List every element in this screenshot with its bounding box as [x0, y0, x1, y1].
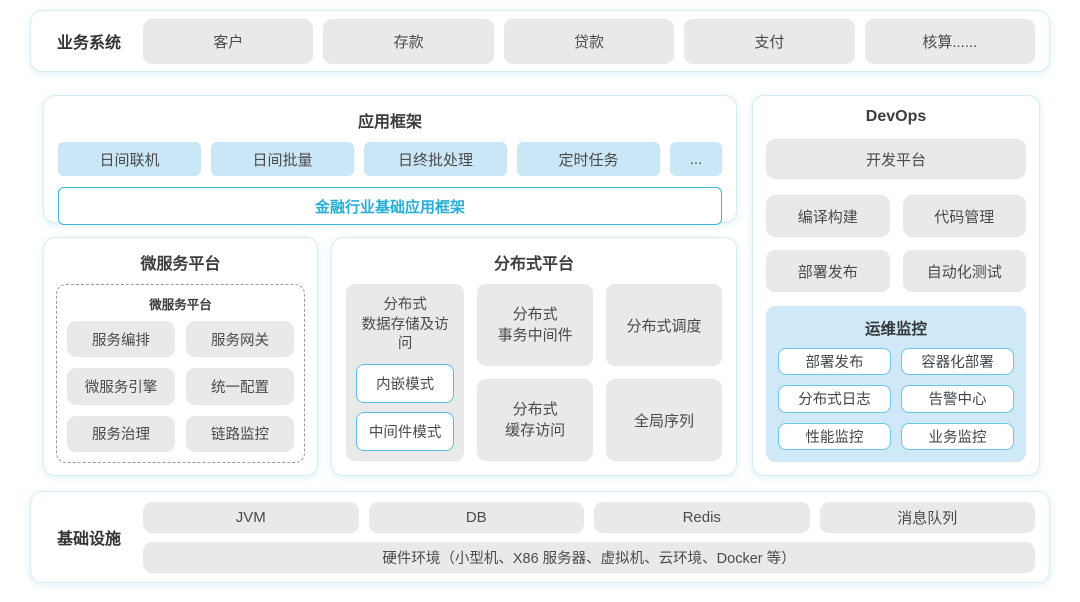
business-system-item: 客户 — [143, 18, 314, 64]
business-system-item: 核算...... — [864, 18, 1036, 64]
distributed-title: 分布式平台 — [493, 256, 574, 273]
distributed-storage-label: 分布式 数据存储及访问 — [361, 297, 449, 353]
microservice-item: 微服务引擎 — [67, 368, 175, 405]
app-framework-item: 日间联机 — [58, 142, 201, 176]
ops-monitor-item: 性能监控 — [778, 422, 891, 450]
devops-card: DevOps 开发平台 编译构建 代码管理 部署发布 自动化测试 运维监控 部署… — [752, 95, 1040, 476]
microservice-title: 微服务平台 — [140, 256, 221, 273]
microservice-item: 服务治理 — [67, 415, 175, 452]
ops-monitor-item: 容器化部署 — [901, 348, 1014, 376]
microservice-item: 统一配置 — [186, 368, 294, 405]
devops-title: DevOps — [865, 108, 927, 125]
distributed-item: 分布式 缓存访问 — [477, 379, 594, 461]
distributed-item: 分布式 事务中间件 — [477, 284, 594, 366]
app-framework-item: 日间批量 — [211, 142, 354, 176]
infrastructure-item: 消息队列 — [819, 501, 1035, 533]
infrastructure-column: JVM DB Redis 消息队列 硬件环境（小型机、X86 服务器、虚拟机、云… — [143, 501, 1035, 573]
infrastructure-item: DB — [368, 501, 584, 533]
ops-monitor-item: 分布式日志 — [778, 385, 891, 413]
app-framework-row: 日间联机 日间批量 日终批处理 定时任务 ... — [58, 142, 722, 176]
devops-tool-item: 编译构建 — [766, 195, 890, 237]
microservice-grid: 服务编排 服务网关 微服务引擎 统一配置 服务治理 链路监控 — [67, 321, 294, 452]
microservice-inner-title: 微服务平台 — [149, 298, 212, 312]
app-framework-item: 日终批处理 — [364, 142, 507, 176]
devops-tools-grid: 编译构建 代码管理 部署发布 自动化测试 — [766, 195, 1026, 292]
microservice-item: 链路监控 — [186, 415, 294, 452]
devops-tool-item: 代码管理 — [902, 195, 1026, 237]
base-framework-box: 金融行业基础应用框架 — [58, 187, 722, 225]
hardware-env-box: 硬件环境（小型机、X86 服务器、虚拟机、云环境、Docker 等） — [143, 541, 1035, 573]
app-framework-card: 应用框架 日间联机 日间批量 日终批处理 定时任务 ... 金融行业基础应用框架 — [43, 95, 737, 225]
ops-monitor-title: 运维监控 — [864, 321, 927, 338]
ops-monitor-item: 业务监控 — [901, 422, 1014, 450]
app-framework-title: 应用框架 — [357, 114, 422, 131]
microservice-item: 服务编排 — [67, 321, 175, 358]
ops-monitor-item: 部署发布 — [778, 348, 891, 376]
distributed-item: 全局序列 — [606, 379, 722, 461]
app-framework-item-more: ... — [670, 142, 722, 176]
distributed-storage-box: 分布式 数据存储及访问 内嵌模式 中间件模式 — [346, 284, 465, 461]
distributed-item: 分布式调度 — [606, 284, 722, 366]
platforms-row: 微服务平台 微服务平台 服务编排 服务网关 微服务引擎 统一配置 服务治理 链路… — [43, 237, 737, 476]
business-systems-card: 业务系统 客户 存款 贷款 支付 核算...... — [30, 10, 1050, 72]
left-column: 应用框架 日间联机 日间批量 日终批处理 定时任务 ... 金融行业基础应用框架… — [43, 95, 737, 476]
app-framework-item: 定时任务 — [517, 142, 660, 176]
microservice-card: 微服务平台 微服务平台 服务编排 服务网关 微服务引擎 统一配置 服务治理 链路… — [43, 237, 318, 476]
ops-monitor-item: 告警中心 — [901, 385, 1014, 413]
devops-tool-item: 部署发布 — [766, 250, 890, 292]
storage-mode-item: 内嵌模式 — [356, 363, 455, 403]
business-systems-label: 业务系统 — [56, 35, 121, 52]
business-system-item: 支付 — [684, 18, 855, 64]
infrastructure-row: JVM DB Redis 消息队列 — [143, 501, 1035, 533]
distributed-card: 分布式平台 分布式 数据存储及访问 内嵌模式 中间件模式 分布式 事务中间件 分… — [331, 237, 737, 476]
microservice-inner-box: 微服务平台 服务编排 服务网关 微服务引擎 统一配置 服务治理 链路监控 — [56, 284, 305, 463]
devops-tool-item: 自动化测试 — [902, 250, 1026, 292]
devops-platform-box: 开发平台 — [766, 139, 1026, 179]
storage-mode-item: 中间件模式 — [356, 411, 455, 451]
ops-monitor-panel: 运维监控 部署发布 容器化部署 分布式日志 告警中心 性能监控 业务监控 — [766, 306, 1026, 462]
business-system-item: 贷款 — [503, 18, 675, 64]
middle-zone: 应用框架 日间联机 日间批量 日终批处理 定时任务 ... 金融行业基础应用框架… — [43, 95, 1040, 476]
business-system-item: 存款 — [323, 18, 494, 64]
distributed-grid: 分布式 数据存储及访问 内嵌模式 中间件模式 分布式 事务中间件 分布式调度 分… — [346, 284, 722, 461]
infrastructure-label: 基础设施 — [56, 531, 121, 548]
ops-monitor-grid: 部署发布 容器化部署 分布式日志 告警中心 性能监控 业务监控 — [778, 348, 1014, 450]
infrastructure-item: JVM — [143, 501, 359, 533]
infrastructure-item: Redis — [594, 501, 810, 533]
microservice-item: 服务网关 — [186, 321, 294, 358]
infrastructure-card: 基础设施 JVM DB Redis 消息队列 硬件环境（小型机、X86 服务器、… — [30, 491, 1050, 583]
